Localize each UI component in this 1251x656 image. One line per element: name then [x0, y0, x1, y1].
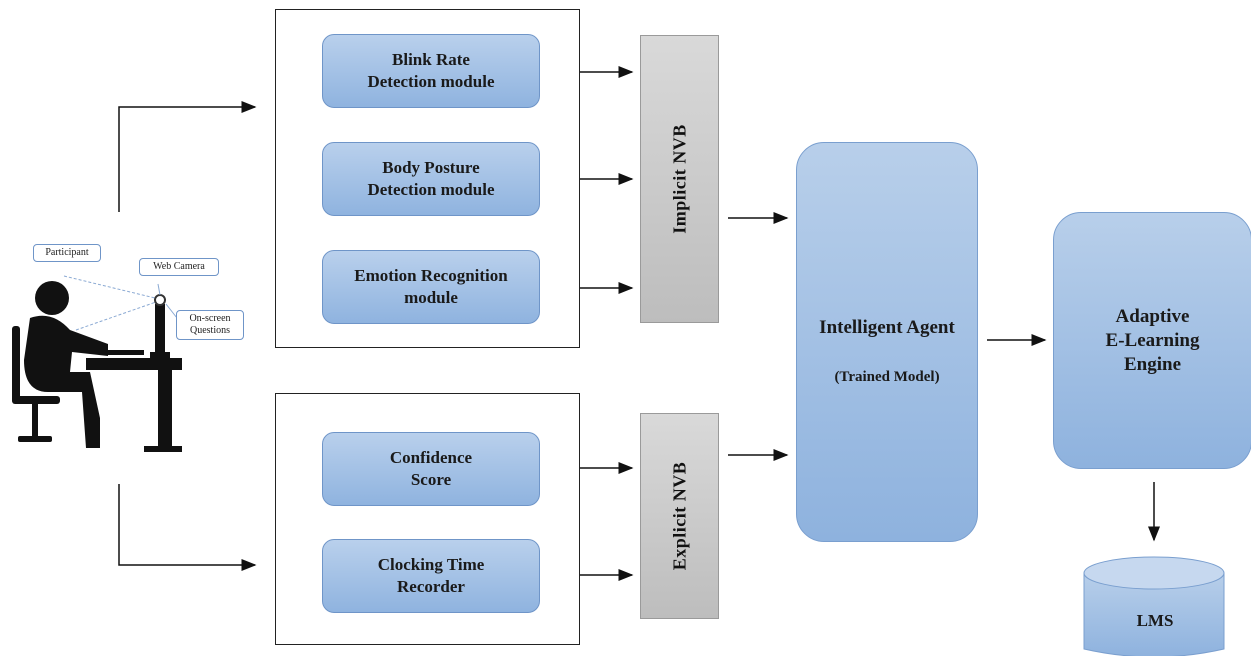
clocking-time-module: Clocking Time Recorder: [322, 539, 540, 613]
blink-rate-module: Blink Rate Detection module: [322, 34, 540, 108]
lms-label: LMS: [1136, 611, 1174, 630]
emotion-recognition-module: Emotion Recognition module: [322, 250, 540, 324]
web-camera-callout: Web Camera: [139, 258, 219, 276]
arrow-to-explicit-frame: [118, 484, 257, 571]
intelligent-agent-box: Intelligent Agent (Trained Model): [796, 142, 978, 542]
questions-callout: On-screen Questions: [176, 310, 244, 340]
adaptive-engine-box: Adaptive E-Learning Engine: [1053, 212, 1251, 469]
participant-figure: [12, 281, 182, 452]
arrow-to-implicit-frame: [118, 101, 257, 212]
engine-label: Adaptive E-Learning Engine: [1105, 306, 1200, 375]
implicit-nvb-bar: Implicit NVB: [640, 35, 719, 323]
body-posture-module: Body Posture Detection module: [322, 142, 540, 216]
web-camera-icon: [154, 294, 166, 306]
participant-callout: Participant: [33, 244, 101, 262]
agent-title: Intelligent Agent: [819, 317, 955, 338]
implicit-nvb-label: Implicit NVB: [669, 124, 689, 234]
explicit-nvb-label: Explicit NVB: [669, 461, 689, 571]
lms-database: [1083, 556, 1225, 656]
confidence-score-module: Confidence Score: [322, 432, 540, 506]
explicit-nvb-bar: Explicit NVB: [640, 413, 719, 619]
agent-subtitle: (Trained Model): [834, 369, 940, 385]
